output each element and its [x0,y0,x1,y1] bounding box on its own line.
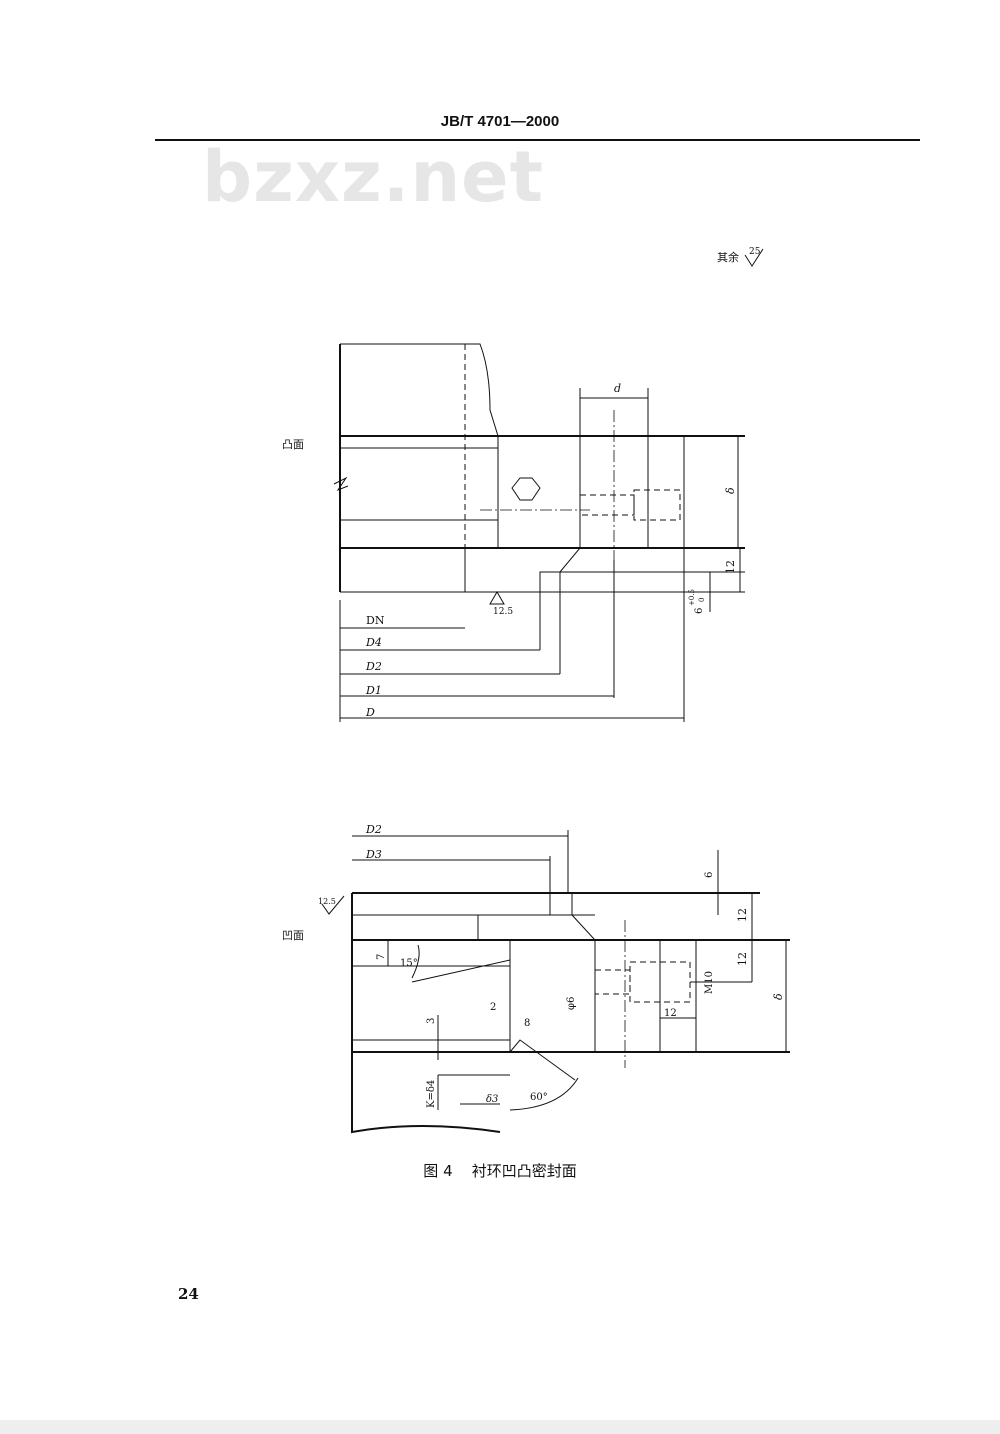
bottom-angle-60: 60° [530,1092,548,1103]
dim-d: d [614,382,621,395]
dim-6-tol-lower: 0 [698,598,706,602]
bottom-angle-15: 15° [400,958,418,969]
header-rule [155,139,920,141]
page-number: 24 [178,1285,199,1303]
bottom-delta3: δ3 [486,1094,498,1105]
bottom-dim-phi6: φ6 [566,997,577,1010]
top-roughness: 12.5 [493,607,513,617]
roughness-note-prefix: 其余 [717,251,739,264]
dia-d1: D1 [365,684,382,697]
roughness-note-value: 25 [749,247,761,257]
dim-6-tol-upper: +0.5 [688,589,696,606]
watermark: bzxz.net [202,136,545,218]
bottom-dim-6: 6 [704,872,715,878]
bottom-dim-8: 8 [524,1018,530,1029]
roughness-note: 其余 25 [717,246,765,268]
dia-d4: D4 [365,636,382,649]
bottom-weld-k: K=δ4 [426,1080,437,1108]
bottom-dim-7: 7 [376,954,387,960]
bottom-roughness: 12.5 [318,897,336,906]
recessed-face-label: 凹面 [282,929,304,942]
dim-12: 12 [724,560,737,574]
bottom-dim-delta: δ [772,993,785,1000]
dim-6: 6 [694,608,705,614]
standard-number-header: JB/T 4701—2000 [440,113,560,130]
roughness-symbol-icon: 25 [744,247,763,267]
bottom-dia-d2: D2 [365,823,382,836]
figure-title: 衬环凹凸密封面 [471,1162,577,1180]
dim-delta: δ [724,487,737,494]
bottom-dim-3: 3 [426,1018,437,1024]
bottom-bar [0,1420,1000,1434]
bottom-dim-12b: 12 [736,952,749,966]
raised-face-label: 凸面 [282,438,304,451]
bottom-chamfer-2: 2 [490,1002,496,1013]
bottom-dia-d3: D3 [365,848,382,861]
figure-number: 图 4 [423,1162,453,1180]
dia-dn: DN [366,614,385,627]
bottom-dim-12c: 12 [664,1008,677,1019]
dia-d2: D2 [365,660,382,673]
dia-d: D [365,706,375,719]
bottom-dim-12a: 12 [736,908,749,922]
figure-caption: 图 4 衬环凹凸密封面 [0,1160,1000,1181]
bottom-thread: M10 [704,971,715,994]
